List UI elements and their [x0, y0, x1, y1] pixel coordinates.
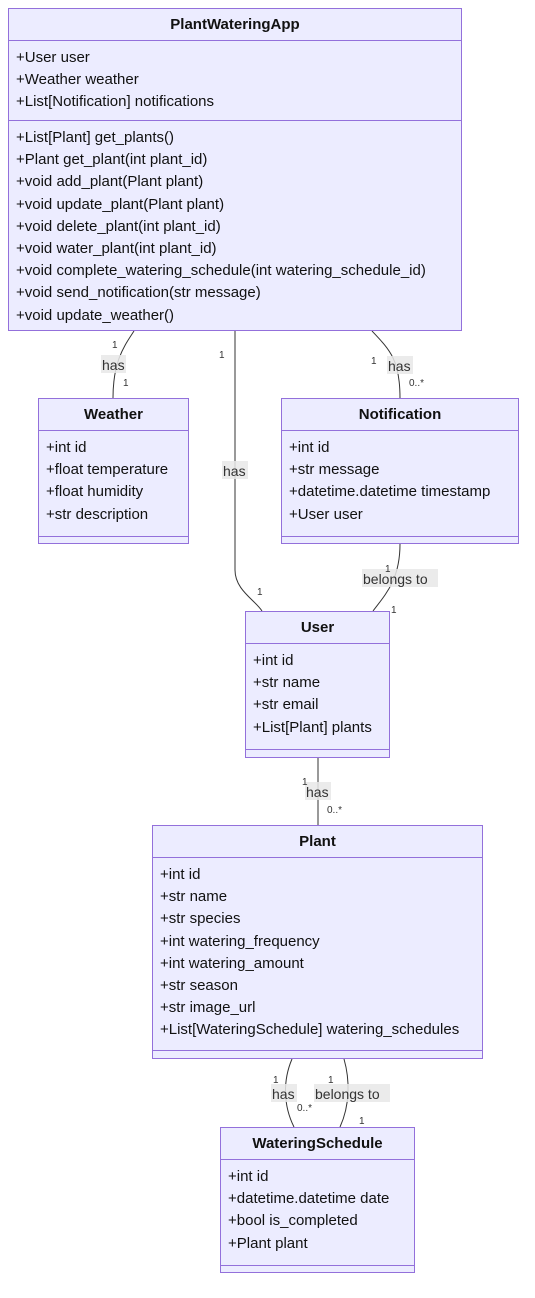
class-method-row: +void update_weather()	[16, 306, 175, 324]
class-methods	[246, 750, 389, 758]
card-user-plant-from: 1	[302, 777, 308, 788]
class-attributes: +int id +str name +str email +List[Plant] p…	[246, 644, 389, 750]
card-schedule-plant-to: 1	[359, 1116, 365, 1127]
svg-text:has: has	[306, 784, 329, 800]
class-attr-row: +int id	[253, 652, 294, 669]
class-attributes: +int id +str message +datetime.datetime ti…	[282, 431, 518, 537]
class-attr-row: +int watering_amount	[160, 954, 304, 972]
svg-text:has: has	[223, 463, 246, 479]
class-attr-row: +User user	[16, 49, 90, 66]
class-methods	[153, 1051, 482, 1059]
class-method-row: +void water_plant(int plant_id)	[16, 240, 217, 258]
class-attr-row: +str image_url	[160, 999, 256, 1017]
class-attr-row: +Weather weather	[16, 71, 139, 89]
class-attr-row: +str name	[160, 888, 228, 906]
card-app-weather-to: 1	[123, 378, 129, 389]
class-attributes: +int id +str name +str species +int waterin…	[153, 858, 482, 1051]
class-methods	[221, 1266, 414, 1274]
svg-text:belongs to: belongs to	[315, 1086, 380, 1102]
edge-label-notification-user: belongs to	[362, 569, 438, 587]
class-attributes: +int id +float temperature +float humidity…	[39, 431, 188, 537]
card-schedule-plant-from: 1	[328, 1075, 334, 1086]
card-notification-user-to: 1	[391, 605, 397, 616]
class-attr-row: +str message	[289, 461, 380, 479]
card-plant-schedule-to: 0..*	[297, 1103, 312, 1114]
svg-text:belongs to: belongs to	[363, 571, 428, 587]
class-wateringschedule: WateringSchedule +int id +datetime.dateti…	[220, 1127, 415, 1273]
class-method-row: +void add_plant(Plant plant)	[16, 173, 204, 191]
class-attr-row: +List[Plant] plants	[253, 718, 372, 736]
class-attr-row: +str name	[253, 674, 321, 692]
class-attr-row: +datetime.datetime timestamp	[289, 483, 491, 501]
class-attr-row: +datetime.datetime date	[228, 1190, 390, 1208]
card-app-notification-to: 0..*	[409, 378, 424, 389]
class-attr-row: +int id	[46, 439, 87, 456]
class-attr-row: +bool is_completed	[228, 1212, 358, 1230]
class-attr-row: +List[Notification] notifications	[16, 93, 215, 111]
class-title: Weather	[39, 399, 188, 431]
class-attr-row: +Plant plant	[228, 1234, 308, 1252]
class-attr-row: +float temperature	[46, 461, 169, 479]
class-attr-row: +List[WateringSchedule] watering_schedul…	[160, 1021, 460, 1039]
class-method-row: +void delete_plant(int plant_id)	[16, 217, 221, 235]
card-app-weather-from: 1	[112, 340, 118, 351]
class-title: PlantWateringApp	[9, 9, 461, 41]
card-plant-schedule-from: 1	[273, 1075, 279, 1086]
card-user-plant-to: 0..*	[327, 805, 342, 816]
class-method-row: +void update_plant(Plant plant)	[16, 195, 225, 213]
class-attr-row: +str species	[160, 910, 241, 928]
svg-text:has: has	[102, 357, 125, 373]
class-method-row: +List[Plant] get_plants()	[16, 129, 175, 146]
class-method-row: +Plant get_plant(int plant_id)	[16, 151, 208, 169]
class-title: Notification	[282, 399, 518, 431]
class-attr-row: +str email	[253, 696, 319, 714]
edge-label-app-weather: has	[101, 355, 126, 373]
edge-label-schedule-plant: belongs to	[314, 1084, 390, 1102]
class-plant: Plant +int id +str name +str species +int w…	[152, 825, 483, 1059]
class-notification: Notification +int id +str message +datetim…	[281, 398, 519, 544]
class-user: User +int id +str name +str email +List[Pla…	[245, 611, 390, 758]
edge-label-plant-schedule: has	[271, 1084, 297, 1102]
class-attr-row: +float humidity	[46, 483, 144, 501]
edge-label-user-plant: has	[305, 782, 331, 800]
class-attr-row: +User user	[289, 505, 363, 523]
class-plantwateringapp: PlantWateringApp +User user +Weather weat…	[8, 8, 462, 331]
class-weather: Weather +int id +float temperature +float …	[38, 398, 189, 544]
card-app-user-to: 1	[257, 587, 263, 598]
class-title: Plant	[153, 826, 482, 858]
class-attr-row: +str season	[160, 977, 238, 995]
class-method-row: +void send_notification(str message)	[16, 284, 261, 302]
class-attr-row: +int id	[289, 439, 330, 456]
class-methods	[39, 537, 188, 545]
edge-app-user	[234, 331, 263, 612]
class-attr-row: +str description	[46, 505, 149, 523]
class-method-row: +void complete_watering_schedule(int wat…	[16, 262, 426, 280]
class-attributes: +User user +Weather weather +List[Notifica…	[9, 41, 461, 121]
class-attributes: +int id +datetime.datetime date +bool is_c…	[221, 1160, 414, 1266]
class-methods	[282, 537, 518, 545]
svg-text:has: has	[388, 358, 411, 374]
class-attr-row: +int id	[228, 1168, 269, 1185]
class-methods: +List[Plant] get_plants() +Plant get_plan…	[9, 121, 461, 331]
card-app-user-from: 1	[219, 350, 225, 361]
edge-label-app-notification: has	[387, 356, 413, 374]
card-app-notification-from: 1	[371, 356, 377, 367]
class-title: WateringSchedule	[221, 1128, 414, 1160]
class-attr-row: +int watering_frequency	[160, 932, 320, 950]
class-attr-row: +int id	[160, 866, 201, 883]
card-notification-user-from: 1	[385, 564, 391, 575]
edge-label-app-user: has	[222, 461, 248, 479]
class-title: User	[246, 612, 389, 644]
svg-text:has: has	[272, 1086, 295, 1102]
